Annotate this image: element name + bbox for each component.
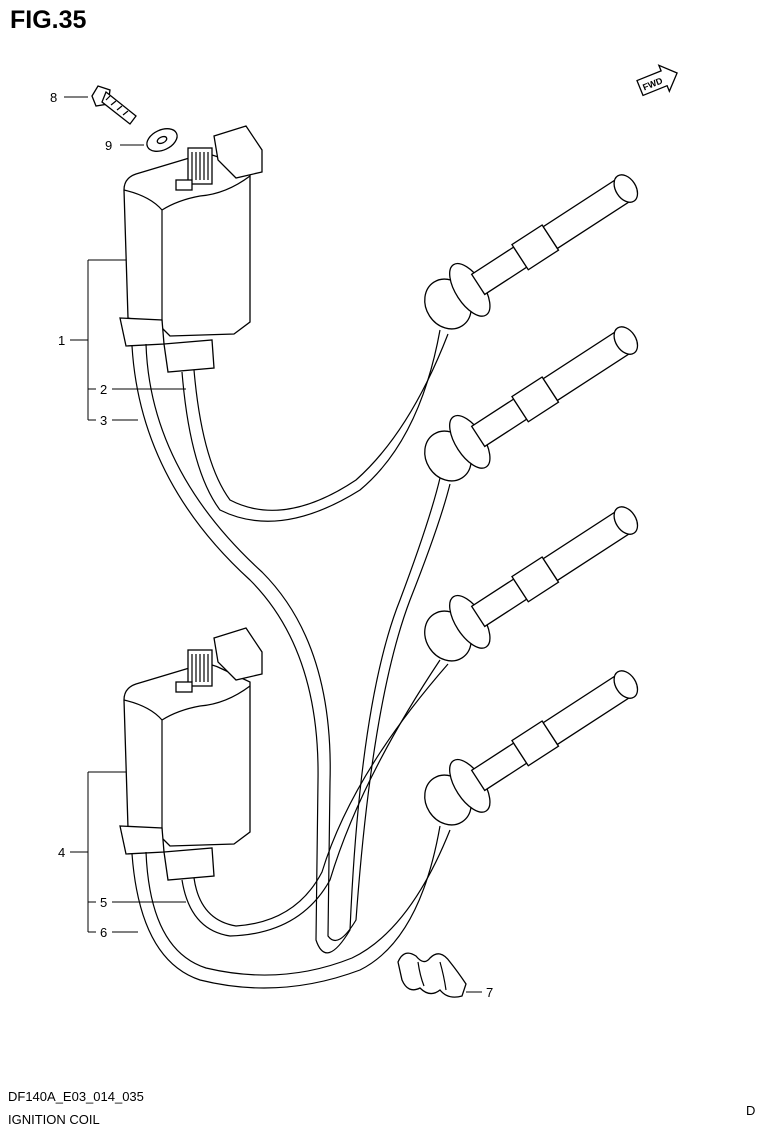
high-tension-cords — [131, 329, 451, 989]
spark-plug-cap-2 — [424, 326, 639, 482]
upper-ignition-coil — [119, 125, 263, 373]
callout-5: 5 — [100, 895, 107, 910]
callout-4: 4 — [58, 845, 65, 860]
figure-title: FIG.35 — [10, 6, 87, 34]
spark-plug-cap-3 — [424, 506, 639, 662]
callout-6: 6 — [100, 925, 107, 940]
drawing-code: DF140A_E03_014_035 — [8, 1089, 144, 1104]
callout-3: 3 — [100, 413, 107, 428]
callout-9: 9 — [105, 138, 112, 153]
washer — [146, 128, 178, 152]
callout-1: 1 — [58, 333, 65, 348]
spark-plug-cap-4 — [424, 670, 639, 826]
variant-code: D — [746, 1103, 756, 1118]
callout-leaders — [64, 96, 482, 993]
cord-clamp — [397, 952, 467, 998]
callout-8: 8 — [50, 90, 57, 105]
callout-2: 2 — [100, 382, 107, 397]
fwd-arrow-icon: FWD — [636, 64, 678, 97]
lower-ignition-coil — [119, 627, 263, 881]
callout-7: 7 — [486, 985, 493, 1000]
section-name: IGNITION COIL — [8, 1112, 100, 1127]
spark-plug-cap-1 — [424, 174, 639, 330]
bolt — [91, 85, 137, 125]
